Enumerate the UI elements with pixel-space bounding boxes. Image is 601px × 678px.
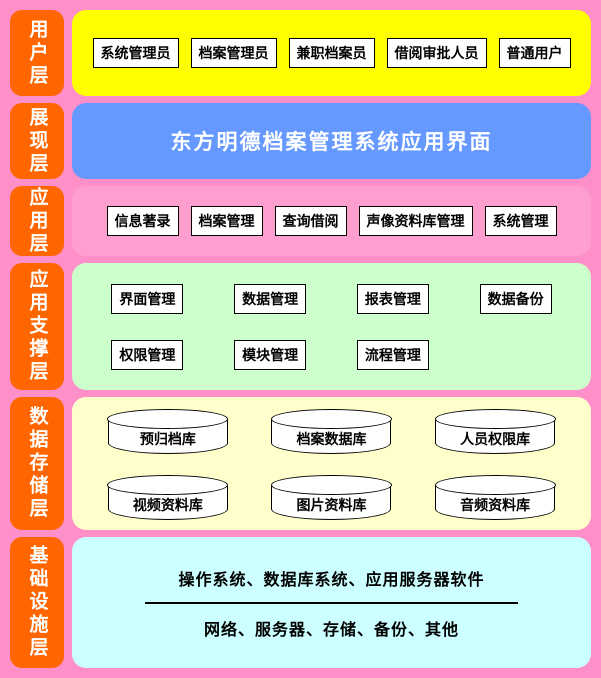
layer-label-application: 应用层 [10,186,64,256]
db-video-library-label: 视频资料库 [132,496,203,513]
presentation-title: 东方明德档案管理系统应用界面 [170,131,493,154]
node-query-borrow: 查询借阅 [274,206,347,236]
layer-label-application-text: 应用层 [26,186,48,256]
node-archive-management: 档案管理 [190,206,263,236]
layer-band-presentation: 东方明德档案管理系统应用界面 [72,103,591,179]
layer-label-presentation-text: 展现层 [26,106,48,176]
db-audio-library-label: 音频资料库 [460,496,531,513]
node-av-library-management: 声像资料库管理 [358,206,473,236]
db-video-library-cylinder: 视频资料库 [107,474,229,520]
layer-label-storage: 数据存储层 [10,397,64,530]
layer-presentation: 展现层 东方明德档案管理系统应用界面 [10,103,591,179]
layer-label-user: 用户层 [10,10,64,96]
node-report-management: 报表管理 [356,283,429,314]
db-pre-archive-cylinder: 预归档库 [107,408,229,454]
divider-line [144,601,519,604]
user-nodes-row: 系统管理员 档案管理员 兼职档案员 借阅审批人员 普通用户 [72,38,591,68]
node-data-management: 数据管理 [234,283,307,314]
infra-software-line: 操作系统、数据库系统、应用服务器软件 [178,571,485,589]
db-archive-database-cylinder: 档案数据库 [270,408,393,454]
db-picture-library-label: 图片资料库 [296,496,367,513]
layer-support: 应用支撑层 界面管理 数据管理 报表管理 数据备份 权限管理 模块管理 流程管理 [10,263,591,390]
layer-band-application: 信息著录 档案管理 查询借阅 声像资料库管理 系统管理 [72,186,591,256]
layer-band-support: 界面管理 数据管理 报表管理 数据备份 权限管理 模块管理 流程管理 [72,263,591,390]
storage-nodes-grid: 预归档库 档案数据库 人员权限库 视频资料库 图片资料库 音频资料库 [72,408,591,520]
db-archive-database-label: 档案数据库 [296,430,367,447]
db-picture-library-cylinder: 图片资料库 [270,474,393,520]
support-nodes-grid: 界面管理 数据管理 报表管理 数据备份 权限管理 模块管理 流程管理 [72,283,591,370]
layer-label-support-text: 应用支撑层 [26,269,48,384]
infra-hardware-line: 网络、服务器、存储、备份、其他 [203,621,459,639]
layer-band-infrastructure: 操作系统、数据库系统、应用服务器软件 网络、服务器、存储、备份、其他 [72,537,591,668]
node-system-administrator: 系统管理员 [92,38,179,68]
layer-label-presentation: 展现层 [10,103,64,179]
node-workflow-management: 流程管理 [356,339,429,370]
node-info-cataloging: 信息著录 [106,206,179,236]
layer-label-storage-text: 数据存储层 [26,406,48,521]
layer-infrastructure: 基础设施层 操作系统、数据库系统、应用服务器软件 网络、服务器、存储、备份、其他 [10,537,591,668]
application-nodes-row: 信息著录 档案管理 查询借阅 声像资料库管理 系统管理 [72,206,591,236]
node-borrow-approval-staff: 借阅审批人员 [386,38,487,68]
node-system-management: 系统管理 [484,206,557,236]
node-data-backup: 数据备份 [479,283,552,314]
db-user-permission-label: 人员权限库 [460,430,531,447]
node-ui-management: 界面管理 [111,283,184,314]
layer-application: 应用层 信息著录 档案管理 查询借阅 声像资料库管理 系统管理 [10,186,591,256]
node-module-management: 模块管理 [234,339,307,370]
layer-label-infrastructure-text: 基础设施层 [26,545,48,660]
layer-label-user-text: 用户层 [26,18,48,88]
node-ordinary-user: 普通用户 [498,38,571,68]
architecture-diagram: 用户层 系统管理员 档案管理员 兼职档案员 借阅审批人员 普通用户 展现层 东方… [10,10,591,668]
layer-band-storage: 预归档库 档案数据库 人员权限库 视频资料库 图片资料库 音频资料库 [72,397,591,530]
layer-label-support: 应用支撑层 [10,263,64,390]
layer-storage: 数据存储层 预归档库 档案数据库 人员权限库 视频资料库 图片资料库 [10,397,591,530]
db-audio-library-cylinder: 音频资料库 [434,474,556,520]
node-permission-management: 权限管理 [111,339,184,370]
layer-band-user: 系统管理员 档案管理员 兼职档案员 借阅审批人员 普通用户 [72,10,591,96]
node-parttime-archivist: 兼职档案员 [288,38,375,68]
node-archive-administrator: 档案管理员 [190,38,277,68]
db-pre-archive-label: 预归档库 [139,430,196,447]
layer-user: 用户层 系统管理员 档案管理员 兼职档案员 借阅审批人员 普通用户 [10,10,591,96]
layer-label-infrastructure: 基础设施层 [10,537,64,668]
db-user-permission-cylinder: 人员权限库 [434,408,556,454]
